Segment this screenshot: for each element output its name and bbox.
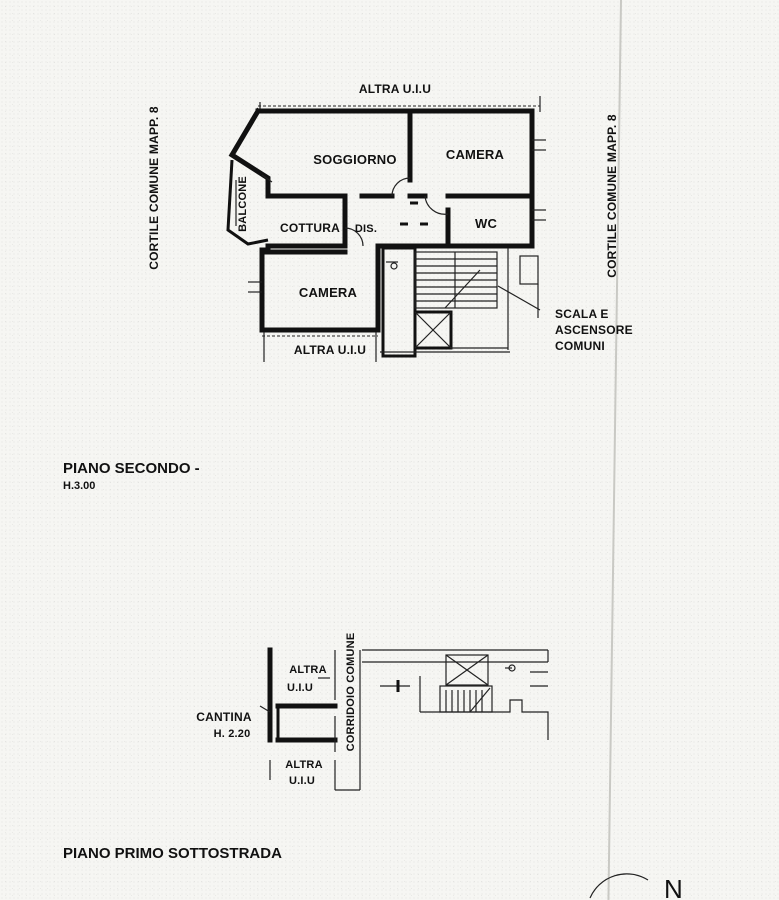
wall-west-angled [228,107,271,199]
label-stair-line-2: ASCENSORE [555,323,633,337]
north-label: N [664,874,683,900]
label-stair-line-1: SCALA E [555,307,609,321]
lower-stairs [439,654,516,713]
stair-and-elevator-core [381,246,541,358]
north-arrow: N [589,873,683,900]
label-courtyard-right: CORTILE COMUNE MAPP. 8 [605,114,619,278]
lower-floor-plan: ALTRA U.I.U CANTINA H. 2.20 ALTRA U.I.U … [196,633,549,791]
label-cellar-2: H. 2.20 [214,728,251,740]
label-lower-neighbor-top-1: ALTRA [289,664,326,676]
label-common-corridor: CORRIDOIO COMUNE [345,633,357,752]
label-kitchen: COTTURA [280,221,340,235]
label-bedroom-2: CAMERA [299,285,358,300]
lower-floor-title: PIANO PRIMO SOTTOSTRADA [63,845,282,862]
upper-floor-height: H.3.00 [63,480,96,492]
upper-floor-plan: ALTRA U.I.U SOGGIORNO CAMERA COTTURA DIS… [147,82,633,362]
window-marks [248,139,546,293]
label-lower-neighbor-top-2: U.I.U [287,682,313,694]
upper-floor-title: PIANO SECONDO - [63,460,200,477]
label-lower-neighbor-bottom-2: U.I.U [289,775,315,787]
label-courtyard-left: CORTILE COMUNE MAPP. 8 [147,106,161,270]
label-neighbor-bottom: ALTRA U.I.U [294,343,366,357]
label-lower-neighbor-bottom-1: ALTRA [285,759,322,771]
label-bedroom-1: CAMERA [446,147,505,162]
label-hall: DIS. [355,223,377,235]
label-cellar-1: CANTINA [196,710,252,724]
label-living-room: SOGGIORNO [313,152,396,167]
label-bathroom: WC [475,216,497,231]
balcony-outline [226,159,269,246]
label-stair-line-3: COMUNI [555,339,605,353]
label-balcony: BALCONE [237,176,249,232]
label-neighbor-top: ALTRA U.I.U [359,82,431,96]
